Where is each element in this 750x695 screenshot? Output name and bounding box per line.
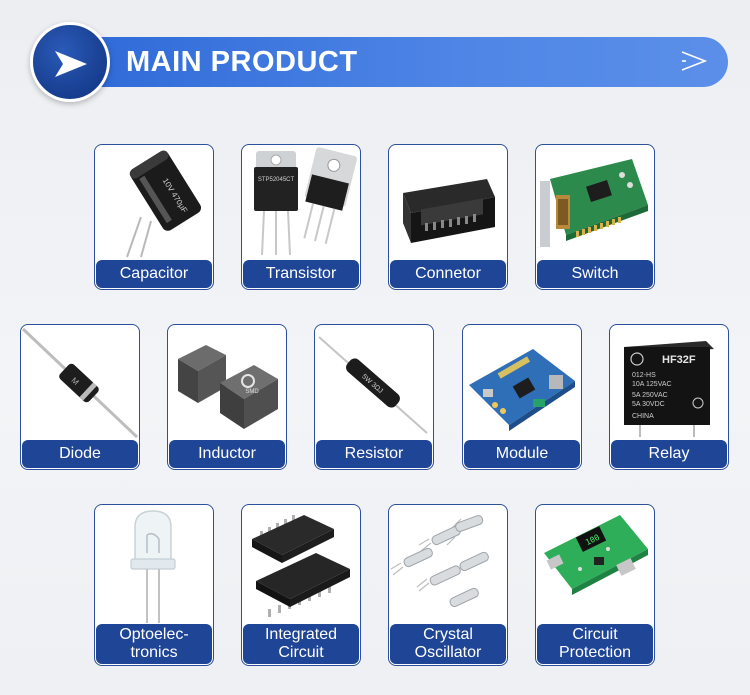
relay-spec1: 012-HS (632, 372, 656, 379)
product-card-optoelectronics[interactable]: Optoelec- tronics (94, 504, 214, 666)
product-label: Optoelec- tronics (96, 624, 212, 664)
crystal-oscillator-image (389, 505, 506, 625)
product-label: Switch (537, 260, 653, 288)
relay-origin: CHINA (632, 413, 654, 420)
label-line-2: Circuit (278, 644, 324, 661)
label-line-1: Circuit (572, 626, 618, 643)
product-card-connetor[interactable]: Connetor (388, 144, 508, 290)
product-label: Circuit Protection (537, 624, 653, 664)
label-line-2: Protection (558, 644, 632, 661)
protection-board-image: 100 (536, 505, 653, 625)
product-card-relay[interactable]: HF32F 012-HS 10A 125VAC 5A 250VAC 5A 30V… (609, 324, 729, 470)
banner-badge (30, 22, 110, 102)
relay-image: HF32F 012-HS 10A 125VAC 5A 250VAC 5A 30V… (610, 325, 727, 440)
relay-spec3: 5A 250VAC (632, 392, 668, 399)
resistor-image: 5W 3ΩJ (315, 325, 432, 440)
product-card-integrated-circuit[interactable]: Integrated Circuit (241, 504, 361, 666)
chevron-right-icon (681, 51, 708, 71)
product-label: Resistor (316, 440, 432, 468)
led-image (95, 505, 212, 625)
product-card-module[interactable]: Module (462, 324, 582, 470)
product-label: Connetor (390, 260, 506, 288)
product-label: Relay (611, 440, 727, 468)
label-line-2: tronics (130, 644, 178, 661)
label-line-1: Integrated (264, 626, 338, 643)
product-label: Integrated Circuit (243, 624, 359, 664)
arrow-right-icon (55, 51, 87, 77)
product-label: Capacitor (96, 260, 212, 288)
label-line-2: Oscillator (414, 644, 482, 661)
switch-board-image (536, 145, 653, 260)
product-label: Crystal Oscillator (390, 624, 506, 664)
transistor-image: STP52045CT (242, 145, 359, 260)
label-line-1: Optoelec- (119, 626, 189, 643)
inductor-marking: SMD (245, 389, 259, 395)
product-card-diode[interactable]: M Diode (20, 324, 140, 470)
product-card-crystal-oscillator[interactable]: Crystal Oscillator (388, 504, 508, 666)
relay-spec2: 10A 125VAC (632, 381, 672, 388)
product-card-switch[interactable]: Switch (535, 144, 655, 290)
banner-bar (80, 37, 728, 87)
capacitor-image: 10V 470μF (95, 145, 212, 260)
product-card-capacitor[interactable]: 10V 470μF Capacitor (94, 144, 214, 290)
page-title: MAIN PRODUCT (126, 46, 358, 78)
product-card-circuit-protection[interactable]: 100 Circuit Protection (535, 504, 655, 666)
inductor-image: SMD (168, 325, 285, 440)
svg-text:M: M (70, 376, 81, 387)
module-board-image (463, 325, 580, 440)
product-card-inductor[interactable]: SMD Inductor (167, 324, 287, 470)
ic-chip-image (242, 505, 359, 625)
relay-model: HF32F (662, 354, 696, 366)
product-label: Inductor (169, 440, 285, 468)
main-product-banner: MAIN PRODUCT (30, 22, 730, 102)
connector-image (389, 145, 506, 260)
relay-spec4: 5A 30VDC (632, 401, 665, 408)
product-label: Diode (22, 440, 138, 468)
transistor-marking: STP52045CT (258, 177, 295, 183)
product-card-transistor[interactable]: STP52045CT Transistor (241, 144, 361, 290)
diode-image: M (21, 325, 138, 440)
product-label: Transistor (243, 260, 359, 288)
product-label: Module (464, 440, 580, 468)
product-card-resistor[interactable]: 5W 3ΩJ Resistor (314, 324, 434, 470)
label-line-1: Crystal (423, 626, 473, 643)
